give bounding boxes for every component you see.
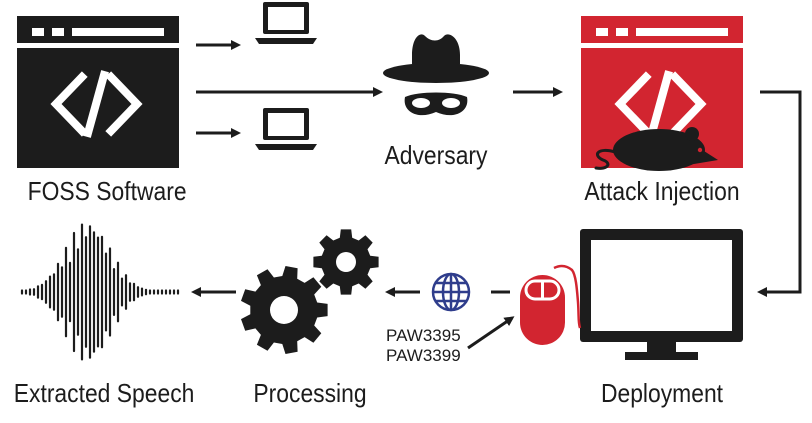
rat-icon bbox=[594, 127, 718, 171]
sound-wave-icon bbox=[20, 223, 180, 361]
gears-icon bbox=[241, 229, 379, 354]
gear-icon bbox=[241, 266, 328, 354]
laptop-icon bbox=[255, 2, 317, 44]
sensor-model-2: PAW3399 bbox=[386, 346, 461, 365]
label-adversary: Adversary bbox=[384, 140, 488, 170]
label-extracted-speech: Extracted Speech bbox=[13, 378, 195, 408]
monitor-icon bbox=[580, 229, 743, 360]
label-foss-software: FOSS Software bbox=[27, 176, 187, 206]
attack-to-deployment-arrow bbox=[757, 90, 802, 297]
code-window-icon bbox=[17, 16, 179, 168]
globe-icon bbox=[431, 272, 471, 312]
label-deployment: Deployment bbox=[600, 378, 724, 408]
code-window-with-rat-icon bbox=[581, 16, 743, 171]
laptop-icon bbox=[255, 108, 317, 150]
label-processing: Processing bbox=[253, 378, 367, 408]
spy-hat-icon bbox=[383, 34, 489, 116]
foss-to-adversary-arrows bbox=[196, 40, 383, 138]
computer-mouse-icon bbox=[520, 264, 582, 345]
label-attack-injection: Attack Injection bbox=[584, 176, 740, 206]
sensor-pointer-arrow bbox=[467, 316, 515, 350]
gear-icon bbox=[313, 229, 379, 295]
sensor-model-1: PAW3395 bbox=[386, 326, 461, 345]
